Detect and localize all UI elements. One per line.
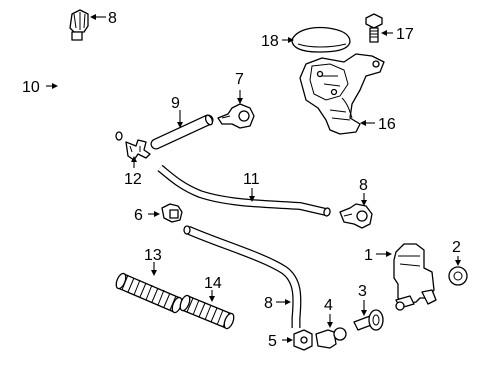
callout-17: 17 <box>396 26 414 43</box>
callout-8-top: 8 <box>108 10 117 27</box>
callout-4: 4 <box>324 297 333 314</box>
part-9-hose <box>183 225 302 328</box>
part-7-elbow-connector <box>217 103 255 129</box>
callout-10: 9 <box>171 95 180 112</box>
part-18-cap <box>291 26 351 53</box>
part-12-long-hose <box>157 164 331 217</box>
part-14-corrugated-sleeve <box>115 272 183 314</box>
part-5-connector <box>293 329 313 351</box>
callout-1: 1 <box>364 247 373 264</box>
part-8-connector-top <box>69 9 89 41</box>
part-13-tee-connector <box>125 139 151 161</box>
callout-8-middle: 8 <box>359 177 368 194</box>
callout-7: 7 <box>235 71 244 88</box>
callout-18: 18 <box>261 33 279 50</box>
part-3-grommet <box>353 309 384 331</box>
part-6-connector <box>161 203 183 223</box>
callout-13: 12 <box>124 171 142 188</box>
part-16-reservoir-assembly <box>299 53 385 135</box>
callout-14: 13 <box>144 247 162 264</box>
callout-9: 8 <box>264 295 273 312</box>
callout-12: 11 <box>243 171 260 188</box>
callout-2: 2 <box>452 239 461 256</box>
part-17-bolt <box>365 13 383 43</box>
callout-15: 14 <box>204 275 222 292</box>
callout-3: 3 <box>358 283 367 300</box>
part-15-corrugated-sleeve <box>179 294 235 330</box>
callout-5: 5 <box>268 333 277 350</box>
part-4-fitting <box>315 327 347 349</box>
part-11-hose <box>52 38 123 141</box>
callout-16: 16 <box>378 116 396 133</box>
part-10-short-hose <box>150 114 214 150</box>
part-8-connector-right <box>339 203 373 229</box>
callout-6: 6 <box>134 207 143 224</box>
part-2-seal <box>448 266 468 286</box>
callout-labels: 8 10 9 7 12 18 17 16 11 8 6 1 2 13 14 8 … <box>22 10 461 350</box>
leader-lines <box>46 14 461 343</box>
part-1-washer-pump <box>393 243 437 311</box>
callout-11: 10 <box>22 79 40 96</box>
